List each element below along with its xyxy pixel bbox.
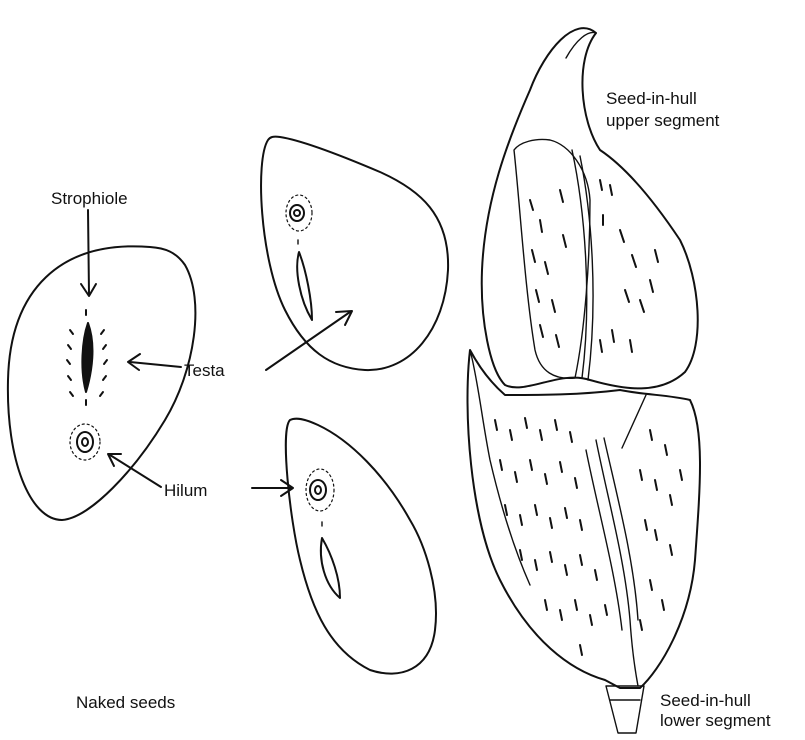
strophiole-arrow-line bbox=[88, 210, 89, 294]
strophiole-label: Strophiole bbox=[51, 188, 128, 209]
testa-arrow2-line bbox=[266, 312, 350, 370]
upper-segment-label-line2: upper segment bbox=[606, 110, 719, 131]
hilum-mark-front bbox=[70, 424, 100, 460]
arrows bbox=[81, 210, 352, 496]
naked-seed-front bbox=[8, 246, 196, 520]
strophiole-mark-side-upper bbox=[297, 252, 312, 320]
hilum-label: Hilum bbox=[164, 480, 207, 501]
hilum-mark-side-upper bbox=[286, 195, 312, 231]
lower-segment-label-line1: Seed-in-hull bbox=[660, 690, 751, 711]
hull-upper-hatching bbox=[530, 180, 658, 352]
testa-label: Testa bbox=[184, 360, 225, 381]
naked-seed-side-lower bbox=[286, 419, 436, 674]
lower-segment-label-line2: lower segment bbox=[660, 710, 771, 731]
hull-upper-segment bbox=[482, 28, 698, 388]
upper-segment-label-line1: Seed-in-hull bbox=[606, 88, 697, 109]
naked-seed-side-upper bbox=[261, 137, 448, 370]
hilum-mark-side-lower bbox=[306, 469, 334, 511]
strophiole-mark-side-lower bbox=[321, 538, 340, 598]
hull-lower-segment bbox=[468, 350, 700, 733]
naked-seeds-label: Naked seeds bbox=[76, 692, 175, 713]
testa-arrow-line bbox=[130, 362, 181, 367]
strophiole-mark bbox=[82, 323, 92, 392]
